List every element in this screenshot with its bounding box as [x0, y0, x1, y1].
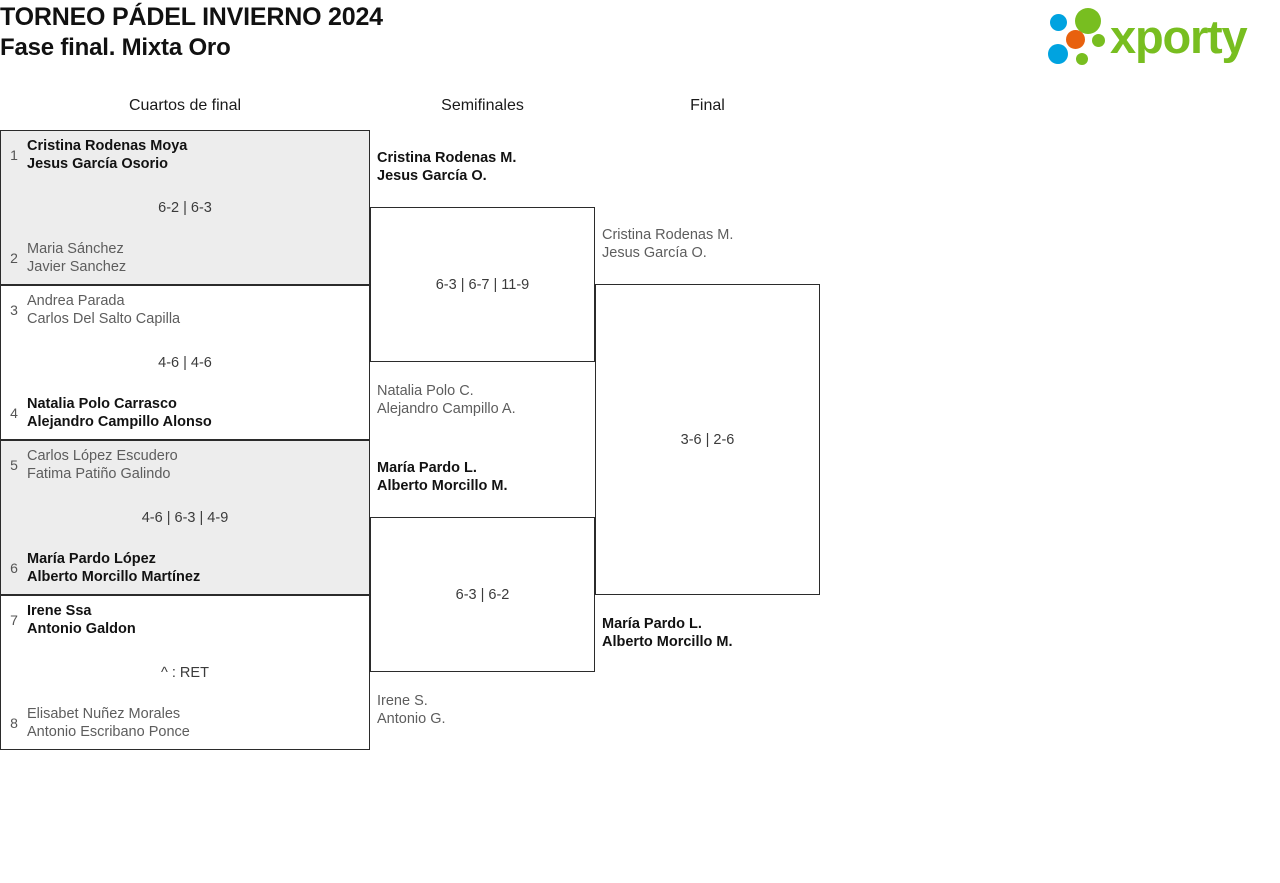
- column-header-quarterfinals: Cuartos de final: [128, 97, 242, 114]
- player-name: Irene S.: [377, 693, 428, 709]
- logo-dot-blue-top: [1050, 14, 1067, 31]
- team-row[interactable]: 2 Maria Sánchez Javier Sanchez: [1, 240, 369, 276]
- column-header-semifinals: Semifinales: [441, 97, 524, 114]
- match-card-qf4[interactable]: 7 Irene Ssa Antonio Galdon ^ : RET 8 Eli…: [0, 595, 370, 750]
- player-names: María Pardo L. Alberto Morcillo M.: [377, 459, 596, 495]
- player-name: Jesus García Osorio: [27, 156, 169, 172]
- player-name: Cristina Rodenas Moya: [27, 138, 188, 154]
- tournament-name: TORNEO PÁDEL INVIERNO 2024: [0, 3, 383, 31]
- team-row[interactable]: Natalia Polo C. Alejandro Campillo A.: [377, 382, 596, 418]
- seed-number: 7: [10, 612, 18, 628]
- match-score: 3-6 | 2-6: [680, 432, 735, 448]
- player-name: Cristina Rodenas M.: [377, 150, 517, 166]
- logo-dot-green-large: [1075, 8, 1101, 34]
- logo-wordmark: xporty: [1110, 10, 1248, 63]
- player-name: Jesus García O.: [602, 245, 707, 261]
- player-name: Jesus García O.: [377, 168, 487, 184]
- player-name: Antonio Escribano Ponce: [27, 724, 190, 740]
- player-name: María Pardo López: [27, 551, 156, 567]
- player-name: Andrea Parada: [27, 293, 125, 309]
- player-name: María Pardo L.: [377, 460, 477, 476]
- player-name: Alberto Morcillo Martínez: [27, 569, 201, 585]
- column-header-final: Final: [690, 97, 725, 114]
- player-names: María Pardo López Alberto Morcillo Martí…: [27, 550, 369, 586]
- team-row[interactable]: 8 Elisabet Nuñez Morales Antonio Escriba…: [1, 705, 369, 741]
- player-name: Antonio Galdon: [27, 621, 136, 637]
- match-card-qf3[interactable]: 5 Carlos López Escudero Fatima Patiño Ga…: [0, 440, 370, 595]
- player-name: Carlos López Escudero: [27, 448, 178, 464]
- player-names: María Pardo L. Alberto Morcillo M.: [602, 615, 821, 651]
- team-row[interactable]: Irene S. Antonio G.: [377, 692, 596, 728]
- tournament-title-block: TORNEO PÁDEL INVIERNO 2024 Fase final. M…: [0, 2, 383, 63]
- team-row[interactable]: Cristina Rodenas M. Jesus García O.: [377, 149, 596, 185]
- player-name: Cristina Rodenas M.: [602, 227, 734, 243]
- seed-number: 1: [10, 147, 18, 163]
- team-row[interactable]: 1 Cristina Rodenas Moya Jesus García Oso…: [1, 137, 369, 173]
- match-card-qf2[interactable]: 3 Andrea Parada Carlos Del Salto Capilla…: [0, 285, 370, 440]
- seed-number: 4: [10, 405, 18, 421]
- match-score: 4-6 | 4-6: [158, 355, 212, 371]
- team-row[interactable]: María Pardo L. Alberto Morcillo M.: [602, 615, 821, 651]
- logo-dot-green-small: [1076, 53, 1088, 65]
- team-row[interactable]: 7 Irene Ssa Antonio Galdon: [1, 602, 369, 638]
- tournament-bracket: 1 Cristina Rodenas Moya Jesus García Oso…: [0, 130, 830, 755]
- player-name: María Pardo L.: [602, 616, 702, 632]
- logo-dot-orange: [1066, 30, 1085, 49]
- match-score: 6-3 | 6-2: [455, 587, 510, 603]
- player-names: Andrea Parada Carlos Del Salto Capilla: [27, 292, 369, 328]
- player-name: Maria Sánchez: [27, 241, 124, 257]
- logo-dot-green-mid: [1092, 34, 1105, 47]
- tournament-phase: Fase final. Mixta Oro: [0, 34, 231, 61]
- player-names: Cristina Rodenas M. Jesus García O.: [377, 149, 596, 185]
- player-name: Irene Ssa: [27, 603, 92, 619]
- player-name: Javier Sanchez: [27, 259, 127, 275]
- player-names: Maria Sánchez Javier Sanchez: [27, 240, 369, 276]
- team-row[interactable]: 6 María Pardo López Alberto Morcillo Mar…: [1, 550, 369, 586]
- player-name: Alberto Morcillo M.: [377, 478, 508, 494]
- player-names: Cristina Rodenas M. Jesus García O.: [602, 226, 821, 262]
- match-score: ^ : RET: [161, 665, 209, 681]
- player-name: Fatima Patiño Galindo: [27, 466, 171, 482]
- team-row[interactable]: 4 Natalia Polo Carrasco Alejandro Campil…: [1, 395, 369, 431]
- xporty-logo[interactable]: xporty: [1048, 6, 1274, 68]
- match-card-sf2[interactable]: María Pardo L. Alberto Morcillo M. 6-3 |…: [370, 460, 595, 727]
- player-names: Natalia Polo Carrasco Alejandro Campillo…: [27, 395, 369, 431]
- match-card-qf1[interactable]: 1 Cristina Rodenas Moya Jesus García Oso…: [0, 130, 370, 285]
- match-score: 6-3 | 6-7 | 11-9: [435, 277, 530, 293]
- player-names: Natalia Polo C. Alejandro Campillo A.: [377, 382, 596, 418]
- player-name: Natalia Polo Carrasco: [27, 396, 177, 412]
- player-names: Irene Ssa Antonio Galdon: [27, 602, 369, 638]
- player-name: Alberto Morcillo M.: [602, 634, 733, 650]
- team-row[interactable]: Cristina Rodenas M. Jesus García O.: [602, 226, 821, 262]
- logo-dot-blue-bottom: [1048, 44, 1068, 64]
- logo-dots-icon: [1048, 6, 1114, 68]
- player-name: Antonio G.: [377, 711, 446, 727]
- player-name: Carlos Del Salto Capilla: [27, 311, 181, 327]
- player-names: Cristina Rodenas Moya Jesus García Osori…: [27, 137, 369, 173]
- match-score: 4-6 | 6-3 | 4-9: [141, 510, 229, 526]
- player-names: Irene S. Antonio G.: [377, 692, 596, 728]
- seed-number: 8: [10, 715, 18, 731]
- player-name: Elisabet Nuñez Morales: [27, 706, 181, 722]
- seed-number: 6: [10, 560, 18, 576]
- player-name: Alejandro Campillo A.: [377, 401, 516, 417]
- page-header: TORNEO PÁDEL INVIERNO 2024 Fase final. M…: [0, 0, 1280, 80]
- seed-number: 2: [10, 250, 18, 266]
- player-name: Natalia Polo C.: [377, 383, 474, 399]
- player-names: Elisabet Nuñez Morales Antonio Escribano…: [27, 705, 369, 741]
- match-card-sf1[interactable]: Cristina Rodenas M. Jesus García O. 6-3 …: [370, 150, 595, 417]
- match-card-final[interactable]: Cristina Rodenas M. Jesus García O. 3-6 …: [595, 227, 820, 650]
- team-row[interactable]: María Pardo L. Alberto Morcillo M.: [377, 459, 596, 495]
- match-score: 6-2 | 6-3: [158, 200, 212, 216]
- team-row[interactable]: 5 Carlos López Escudero Fatima Patiño Ga…: [1, 447, 369, 483]
- seed-number: 3: [10, 302, 18, 318]
- player-name: Alejandro Campillo Alonso: [27, 414, 212, 430]
- team-row[interactable]: 3 Andrea Parada Carlos Del Salto Capilla: [1, 292, 369, 328]
- player-names: Carlos López Escudero Fatima Patiño Gali…: [27, 447, 369, 483]
- seed-number: 5: [10, 457, 18, 473]
